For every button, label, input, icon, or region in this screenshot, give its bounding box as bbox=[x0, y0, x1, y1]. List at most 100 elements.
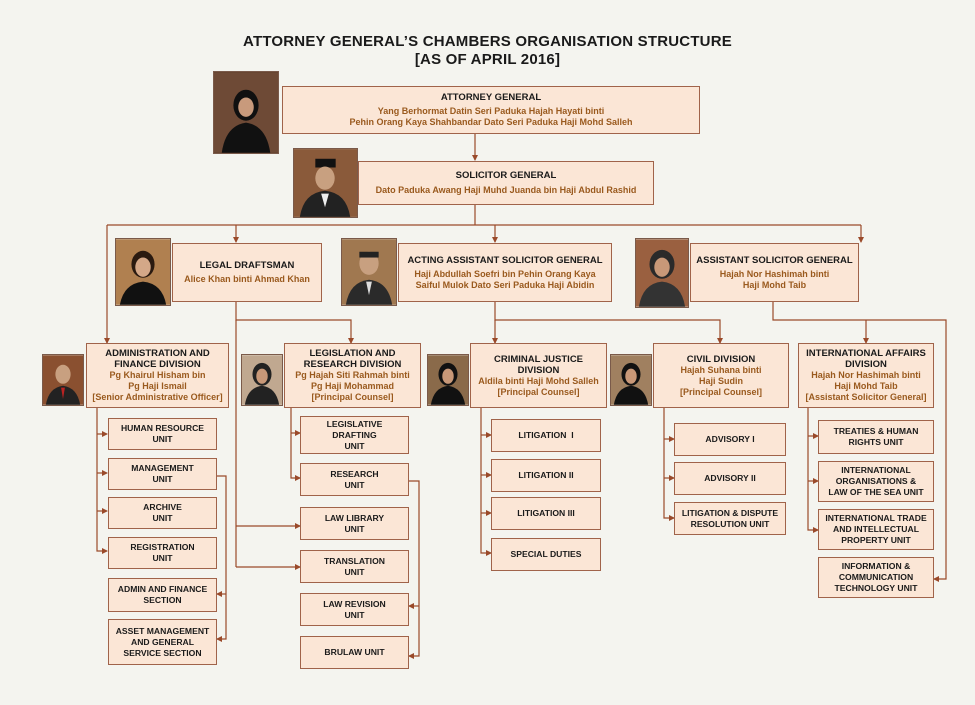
unit-asset-management: ASSET MANAGEMENT AND GENERAL SERVICE SEC… bbox=[108, 619, 217, 665]
unit-brulaw: BRULAW UNIT bbox=[300, 636, 409, 669]
unit-law-revision: LAW REVISION UNIT bbox=[300, 593, 409, 626]
legis-division-box: LEGISLATION AND RESEARCH DIVISION Pg Haj… bbox=[284, 343, 421, 408]
admin-division-name-line2: Pg Haji Ismail bbox=[128, 381, 187, 391]
unit-label-line: AND INTELLECTUAL bbox=[833, 524, 919, 534]
unit-label-line: TRANSLATION bbox=[324, 555, 385, 566]
unit-label-line: UNIT bbox=[344, 609, 365, 620]
solicitor-general-box: SOLICITOR GENERAL Dato Paduka Awang Haji… bbox=[358, 161, 654, 205]
criminal-division-title-line1: CRIMINAL JUSTICE bbox=[493, 353, 584, 365]
unit-admin-finance-section: ADMIN AND FINANCE SECTION bbox=[108, 578, 217, 612]
unit-label-line: INTERNATIONAL TRADE bbox=[825, 513, 927, 523]
criminal-division-box: CRIMINAL JUSTICE DIVISION Aldila binti H… bbox=[470, 343, 607, 408]
unit-treaties-human-rights: TREATIES & HUMAN RIGHTS UNIT bbox=[818, 420, 934, 454]
legis-division-name-line2: Pg Haji Mohammad bbox=[310, 381, 394, 391]
criminal-division-title-line2: DIVISION bbox=[517, 364, 560, 376]
unit-label-line: DRAFTING bbox=[332, 429, 377, 440]
unit-label-line: MANAGEMENT bbox=[131, 463, 194, 473]
acting-asg-photo bbox=[341, 238, 397, 306]
unit-litigation-dispute-resolution: LITIGATION & DISPUTE RESOLUTION UNIT bbox=[674, 502, 786, 535]
admin-division-head-photo bbox=[42, 354, 84, 406]
unit-legislative-drafting: LEGISLATIVE DRAFTING UNIT bbox=[300, 416, 409, 454]
criminal-division-name-line2: [Principal Counsel] bbox=[497, 386, 580, 397]
unit-label-line: TREATIES & HUMAN bbox=[833, 426, 919, 436]
civil-division-name-line1: Hajah Suhana binti bbox=[680, 364, 762, 375]
civil-division-title: CIVIL DIVISION bbox=[686, 353, 756, 365]
intl-division-name-line3: [Assistant Solicitor General] bbox=[805, 392, 927, 402]
unit-label-line: LAW REVISION bbox=[323, 598, 386, 609]
unit-label-line: COMMUNICATION bbox=[838, 572, 914, 582]
legis-division-title-line1: LEGISLATION AND bbox=[309, 348, 396, 359]
unit-label-line: LEGISLATIVE bbox=[326, 418, 383, 429]
unit-ict: INFORMATION & COMMUNICATION TECHNOLOGY U… bbox=[818, 557, 934, 598]
unit-registration: REGISTRATION UNIT bbox=[108, 537, 217, 569]
legal-draftsman-photo bbox=[115, 238, 171, 306]
solicitor-general-name: Dato Paduka Awang Haji Muhd Juanda bin H… bbox=[375, 185, 637, 195]
unit-label-line: LAW LIBRARY bbox=[324, 512, 385, 523]
unit-intl-organisations-law-of-sea: INTERNATIONAL ORGANISATIONS & LAW OF THE… bbox=[818, 461, 934, 502]
acting-asg-name-line2: Saiful Mulok Dato Seri Paduka Haji Abidi… bbox=[415, 279, 595, 290]
solicitor-general-title: SOLICITOR GENERAL bbox=[455, 170, 557, 181]
unit-label-line: ADVISORY I bbox=[705, 434, 755, 444]
criminal-division-head-photo bbox=[427, 354, 469, 406]
intl-division-title-line1: INTERNATIONAL AFFAIRS bbox=[806, 348, 926, 359]
unit-label-line: LITIGATION & DISPUTE bbox=[681, 507, 779, 518]
unit-label-line: ORGANISATIONS & bbox=[835, 476, 917, 486]
asg-box: ASSISTANT SOLICITOR GENERAL Hajah Nor Ha… bbox=[690, 243, 859, 302]
legal-draftsman-title: LEGAL DRAFTSMAN bbox=[199, 260, 295, 271]
unit-advisory-1: ADVISORY I bbox=[674, 423, 786, 456]
legis-division-head-photo bbox=[241, 354, 283, 406]
unit-label-line: UNIT bbox=[152, 474, 173, 484]
attorney-general-photo bbox=[213, 71, 279, 154]
admin-division-title-line1: ADMINISTRATION AND bbox=[105, 348, 210, 359]
unit-intl-trade-ip: INTERNATIONAL TRADE AND INTELLECTUAL PRO… bbox=[818, 509, 934, 550]
attorney-general-name-line1: Yang Berhormat Datin Seri Paduka Hajah H… bbox=[377, 106, 605, 116]
asg-title: ASSISTANT SOLICITOR GENERAL bbox=[696, 254, 853, 266]
unit-label-line: ADMIN AND FINANCE bbox=[117, 584, 208, 594]
unit-label-line: INTERNATIONAL bbox=[841, 465, 911, 475]
unit-label-line: HUMAN RESOURCE bbox=[120, 423, 205, 433]
unit-label-line: SERVICE SECTION bbox=[123, 647, 202, 658]
attorney-general-name-line2: Pehin Orang Kaya Shahbandar Dato Seri Pa… bbox=[349, 117, 633, 127]
attorney-general-title: ATTORNEY GENERAL bbox=[440, 92, 542, 103]
unit-label-line: ADVISORY II bbox=[704, 473, 756, 483]
unit-advisory-2: ADVISORY II bbox=[674, 462, 786, 495]
unit-label-line: TECHNOLOGY UNIT bbox=[834, 583, 918, 593]
unit-label-line: SECTION bbox=[143, 595, 182, 605]
unit-label-line: UNIT bbox=[344, 566, 365, 577]
legis-division-name-line3: [Principal Counsel] bbox=[311, 392, 394, 402]
acting-asg-name-line1: Haji Abdullah Soefri bin Pehin Orang Kay… bbox=[414, 268, 596, 279]
criminal-division-name-line1: Aldila binti Haji Mohd Salleh bbox=[478, 375, 599, 386]
admin-division-name-line1: Pg Khairul Hisham bin bbox=[109, 370, 206, 380]
civil-division-box: CIVIL DIVISION Hajah Suhana binti Haji S… bbox=[653, 343, 789, 408]
unit-law-library: LAW LIBRARY UNIT bbox=[300, 507, 409, 540]
unit-human-resource: HUMAN RESOURCE UNIT bbox=[108, 418, 217, 450]
attorney-general-box: ATTORNEY GENERAL Yang Berhormat Datin Se… bbox=[282, 86, 700, 134]
legis-division-title-line2: RESEARCH DIVISION bbox=[303, 359, 402, 370]
civil-division-head-photo bbox=[610, 354, 652, 406]
asg-name-line2: Haji Mohd Taib bbox=[742, 279, 807, 290]
unit-special-duties: SPECIAL DUTIES bbox=[491, 538, 601, 571]
unit-label-line: RESOLUTION UNIT bbox=[690, 518, 770, 529]
solicitor-general-photo bbox=[293, 148, 358, 218]
unit-label-line: SPECIAL DUTIES bbox=[510, 549, 582, 559]
asg-name-line1: Hajah Nor Hashimah binti bbox=[719, 268, 830, 279]
unit-label-line: LAW OF THE SEA UNIT bbox=[828, 487, 924, 497]
unit-label-line: UNIT bbox=[152, 513, 173, 523]
unit-label-line: ARCHIVE bbox=[143, 502, 182, 512]
unit-management: MANAGEMENT UNIT bbox=[108, 458, 217, 490]
legal-draftsman-box: LEGAL DRAFTSMAN Alice Khan binti Ahmad K… bbox=[172, 243, 322, 302]
unit-label-line: RESEARCH bbox=[330, 468, 379, 479]
intl-division-title-line2: DIVISION bbox=[845, 359, 887, 370]
legis-division-name-line1: Pg Hajah Siti Rahmah binti bbox=[295, 370, 410, 380]
civil-division-name-line2: Haji Sudin bbox=[698, 375, 743, 386]
unit-label-line: BRULAW UNIT bbox=[324, 647, 385, 657]
unit-translation: TRANSLATION UNIT bbox=[300, 550, 409, 583]
unit-litigation-1: LITIGATION I bbox=[491, 419, 601, 452]
intl-division-name-line2: Haji Mohd Taib bbox=[834, 381, 898, 391]
civil-division-name-line3: [Principal Counsel] bbox=[679, 386, 762, 397]
unit-label-line: LITIGATION I bbox=[518, 430, 574, 440]
unit-label-line: UNIT bbox=[344, 440, 365, 451]
unit-label-line: PROPERTY UNIT bbox=[841, 535, 911, 545]
unit-label-line: RIGHTS UNIT bbox=[848, 437, 904, 447]
unit-label-line: UNIT bbox=[152, 434, 173, 444]
